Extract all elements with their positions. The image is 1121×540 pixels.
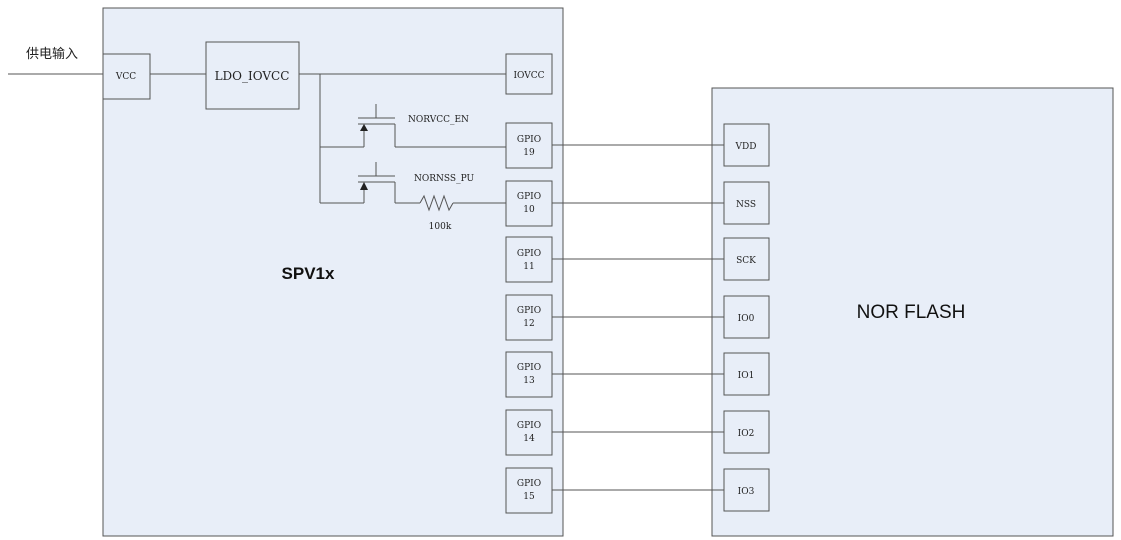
- power-input-label: 供电输入: [26, 46, 78, 61]
- svg-text:SCK: SCK: [736, 256, 756, 266]
- svg-text:14: 14: [523, 434, 535, 444]
- svg-text:IO1: IO1: [738, 371, 755, 381]
- transistor-bottom-label: NORNSS_PU: [414, 174, 474, 184]
- ldo-label: LDO_IOVCC: [215, 69, 290, 83]
- svg-text:GPIO: GPIO: [517, 192, 541, 202]
- vcc-pin-label: VCC: [115, 72, 136, 82]
- vcc-pin-box: [102, 53, 151, 100]
- gpio-13-box: GPIO 13: [505, 351, 553, 398]
- svg-text:IO2: IO2: [738, 429, 755, 439]
- gpio-14-box: GPIO 14: [505, 409, 553, 456]
- svg-text:NSS: NSS: [736, 200, 756, 210]
- ldo-box: [205, 41, 300, 110]
- nor-flash-chip: [711, 87, 1114, 537]
- resistor-zigzag: [419, 194, 454, 212]
- svg-text:GPIO: GPIO: [517, 479, 541, 489]
- transistor-top-label: NORVCC_EN: [408, 115, 469, 125]
- svg-text:IO0: IO0: [738, 314, 755, 324]
- svg-text:GPIO: GPIO: [517, 306, 541, 316]
- gpio-19-box: GPIO 19: [505, 122, 553, 169]
- flash-pin-vdd: VDD: [723, 123, 770, 167]
- svg-text:10: 10: [523, 205, 535, 215]
- svg-text:12: 12: [523, 319, 534, 329]
- transistor-norvcc-en: [320, 104, 506, 148]
- iovcc-pin-box: [505, 53, 553, 95]
- svg-text:GPIO: GPIO: [517, 249, 541, 259]
- flash-pin-nss: NSS: [723, 181, 770, 225]
- svg-text:11: 11: [523, 262, 534, 272]
- spv1x-chip: [102, 7, 564, 537]
- svg-text:GPIO: GPIO: [517, 135, 541, 145]
- svg-text:19: 19: [523, 148, 535, 158]
- flash-pin-io0: IO0: [723, 295, 770, 339]
- flash-pin-io2: IO2: [723, 410, 770, 454]
- nor-flash-label: NOR FLASH: [857, 302, 966, 323]
- flash-pin-sck: SCK: [723, 237, 770, 281]
- flash-pin-io3: IO3: [723, 468, 770, 512]
- gpio-10-box: GPIO 10: [505, 180, 553, 227]
- spv1x-label: SPV1x: [282, 264, 335, 283]
- gpio-15-box: GPIO 15: [505, 467, 553, 514]
- svg-text:VDD: VDD: [735, 142, 757, 152]
- gpio-12-box: GPIO 12: [505, 294, 553, 341]
- svg-text:13: 13: [523, 376, 535, 386]
- svg-text:GPIO: GPIO: [517, 421, 541, 431]
- svg-text:15: 15: [523, 492, 535, 502]
- iovcc-pin-label: IOVCC: [513, 71, 544, 81]
- flash-pin-io1: IO1: [723, 352, 770, 396]
- resistor-label: 100k: [429, 222, 452, 232]
- svg-text:IO3: IO3: [738, 487, 755, 497]
- gpio-11-box: GPIO 11: [505, 236, 553, 283]
- svg-text:GPIO: GPIO: [517, 363, 541, 373]
- transistor-nornss-pu: [320, 162, 420, 204]
